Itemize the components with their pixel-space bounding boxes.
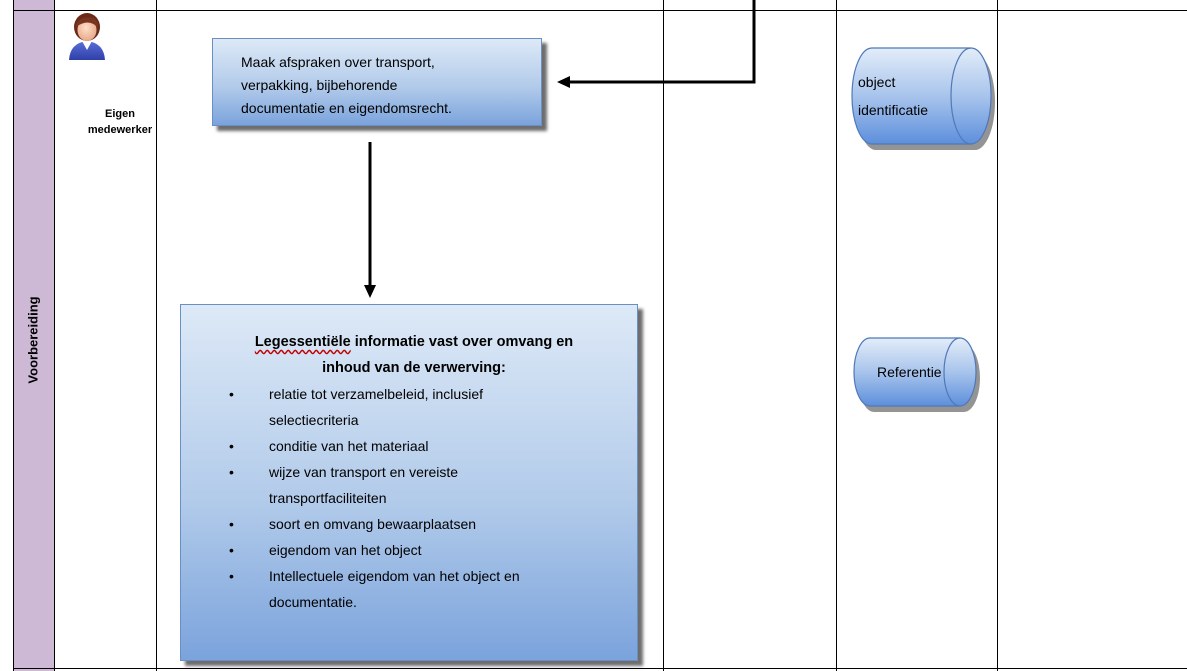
- datastore-label: Referentie: [877, 364, 942, 380]
- datastore-referentie[interactable]: Referentie: [848, 336, 990, 416]
- list-item: wijze van transport en vereiste transpor…: [229, 459, 617, 511]
- incoming-arrow: [557, 0, 756, 88]
- list-item: conditie van het materiaal: [229, 433, 617, 459]
- process-box-informatie[interactable]: Legessentiële informatie vast over omvan…: [180, 304, 638, 661]
- process-title: Legessentiële informatie vast over omvan…: [221, 329, 617, 355]
- datastore-label-line1: object: [858, 74, 895, 90]
- actor-label: Eigen medewerker: [87, 108, 153, 136]
- lane-divider: [663, 0, 664, 671]
- list-item: Intellectuele eigendom van het object en…: [229, 563, 617, 615]
- process-text-line: Maak afspraken over transport,: [241, 54, 435, 70]
- lane-divider: [836, 0, 837, 671]
- list-item: soort en omvang bewaarplaatsen: [229, 511, 617, 537]
- process-title-rest: informatie vast over omvang en: [350, 334, 574, 350]
- list-item: eigendom van het object: [229, 537, 617, 563]
- bottom-border: [13, 668, 1187, 669]
- top-border: [13, 10, 1187, 11]
- process-text-line: verpakking, bijbehorende: [241, 77, 398, 93]
- process-box-afspraken[interactable]: Maak afspraken over transport, verpakkin…: [212, 38, 542, 126]
- down-arrow: [364, 142, 376, 298]
- list-item: relatie tot verzamelbeleid, inclusief se…: [229, 381, 617, 433]
- datastore-label-line2: identificatie: [858, 102, 928, 118]
- process-title-line2: inhoud van de verwerving:: [322, 360, 506, 376]
- lane-divider: [997, 0, 998, 671]
- process-text-line: documentatie en eigendomsrecht.: [241, 100, 452, 116]
- phase-strip: [13, 0, 55, 671]
- process-title-misspelled-word: Legessentiële: [254, 334, 351, 350]
- person-icon: [69, 13, 105, 60]
- process-bullet-list: relatie tot verzamelbeleid, inclusief se…: [221, 381, 617, 615]
- datastore-object-identificatie[interactable]: object identificatie: [838, 44, 1000, 156]
- lane-divider: [156, 0, 157, 671]
